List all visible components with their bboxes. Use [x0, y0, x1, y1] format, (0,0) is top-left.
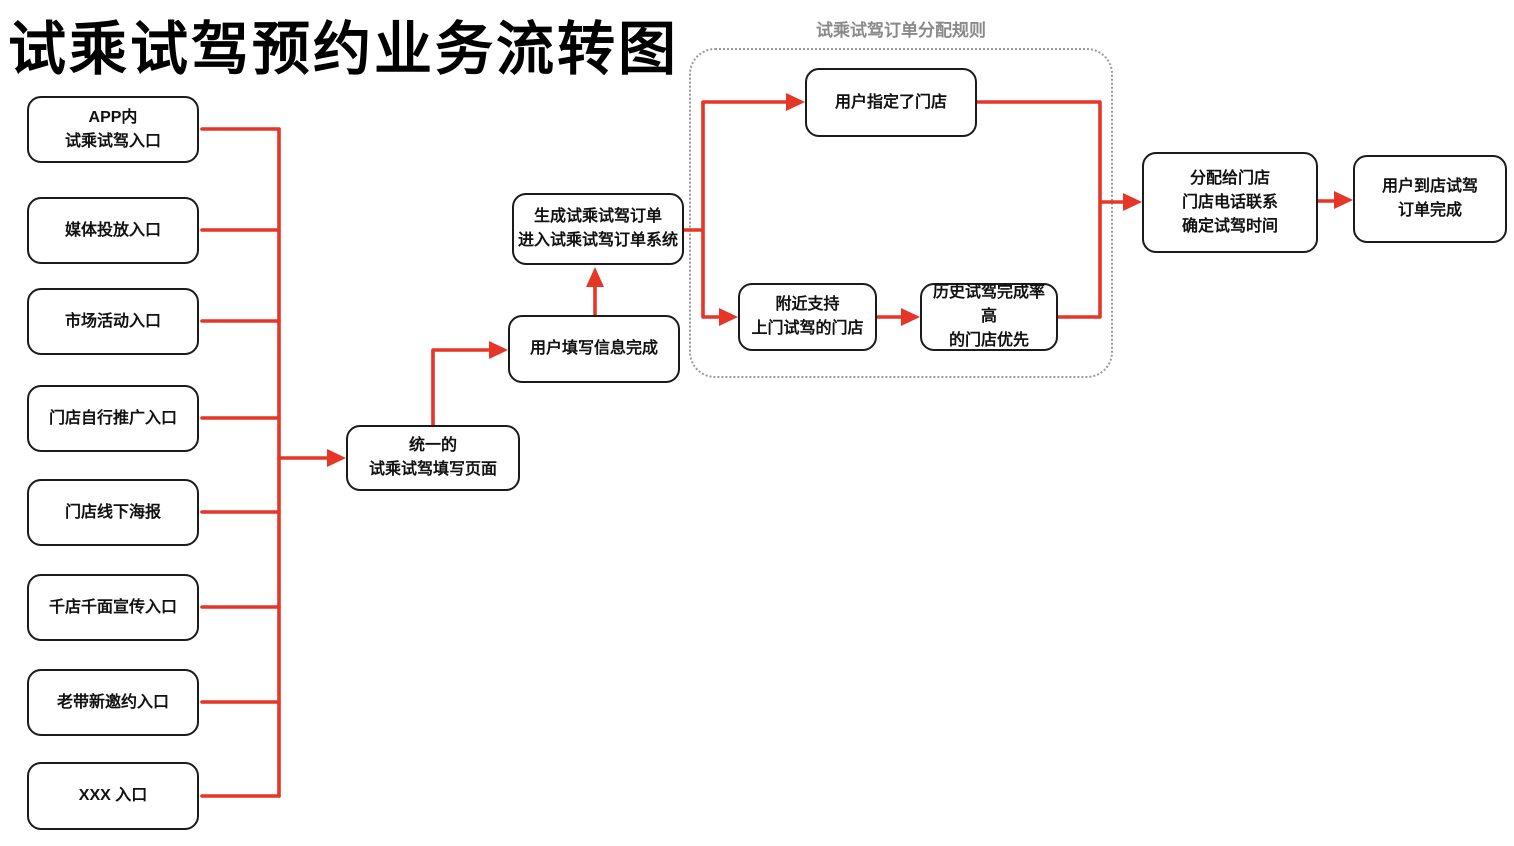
order-split-line [681, 100, 790, 319]
node-nearby-store: 附近支持 上门试驾的门店 [738, 283, 877, 351]
node-user-specified-store: 用户指定了门店 [805, 68, 977, 137]
page-title: 试乘试驾预约业务流转图 [8, 17, 680, 82]
arrowhead [1123, 193, 1142, 211]
arrowhead [786, 93, 805, 111]
entry-node-app: APP内 试乘试驾入口 [27, 96, 199, 163]
entry-node-store-promo: 门店自行推广入口 [27, 385, 199, 452]
node-unified-page: 统一的 试乘试驾填写页面 [346, 425, 520, 491]
merge-exit-line [975, 100, 1127, 319]
entry-node-offline-poster: 门店线下海报 [27, 479, 199, 546]
arrowhead [489, 341, 508, 359]
arrowhead [719, 308, 738, 326]
entry-node-xxx: XXX 入口 [27, 762, 199, 830]
allocation-rules-group [689, 48, 1113, 378]
entry-branch-lines [200, 127, 281, 798]
node-order-done: 用户到店试驾 订单完成 [1353, 155, 1507, 243]
allocation-rules-label: 试乘试驾订单分配规则 [816, 21, 986, 40]
node-fill-complete: 用户填写信息完成 [508, 315, 680, 383]
arrowhead [586, 267, 604, 287]
unified-to-fill-line [431, 348, 493, 427]
arrowhead [901, 308, 920, 326]
node-history-priority: 历史试驾完成率高 的门店优先 [920, 283, 1058, 351]
arrowhead [1334, 191, 1353, 209]
node-order-created: 生成试乘试驾订单 进入试乘试驾订单系统 [512, 193, 684, 265]
entry-node-referral: 老带新邀约入口 [27, 669, 199, 736]
entry-node-thousand-stores: 千店千面宣传入口 [27, 574, 199, 641]
arrowhead [327, 449, 346, 467]
entry-node-market-activity: 市场活动入口 [27, 288, 199, 355]
entry-node-media: 媒体投放入口 [27, 197, 199, 264]
node-assign-store: 分配给门店 门店电话联系 确定试驾时间 [1142, 152, 1318, 253]
